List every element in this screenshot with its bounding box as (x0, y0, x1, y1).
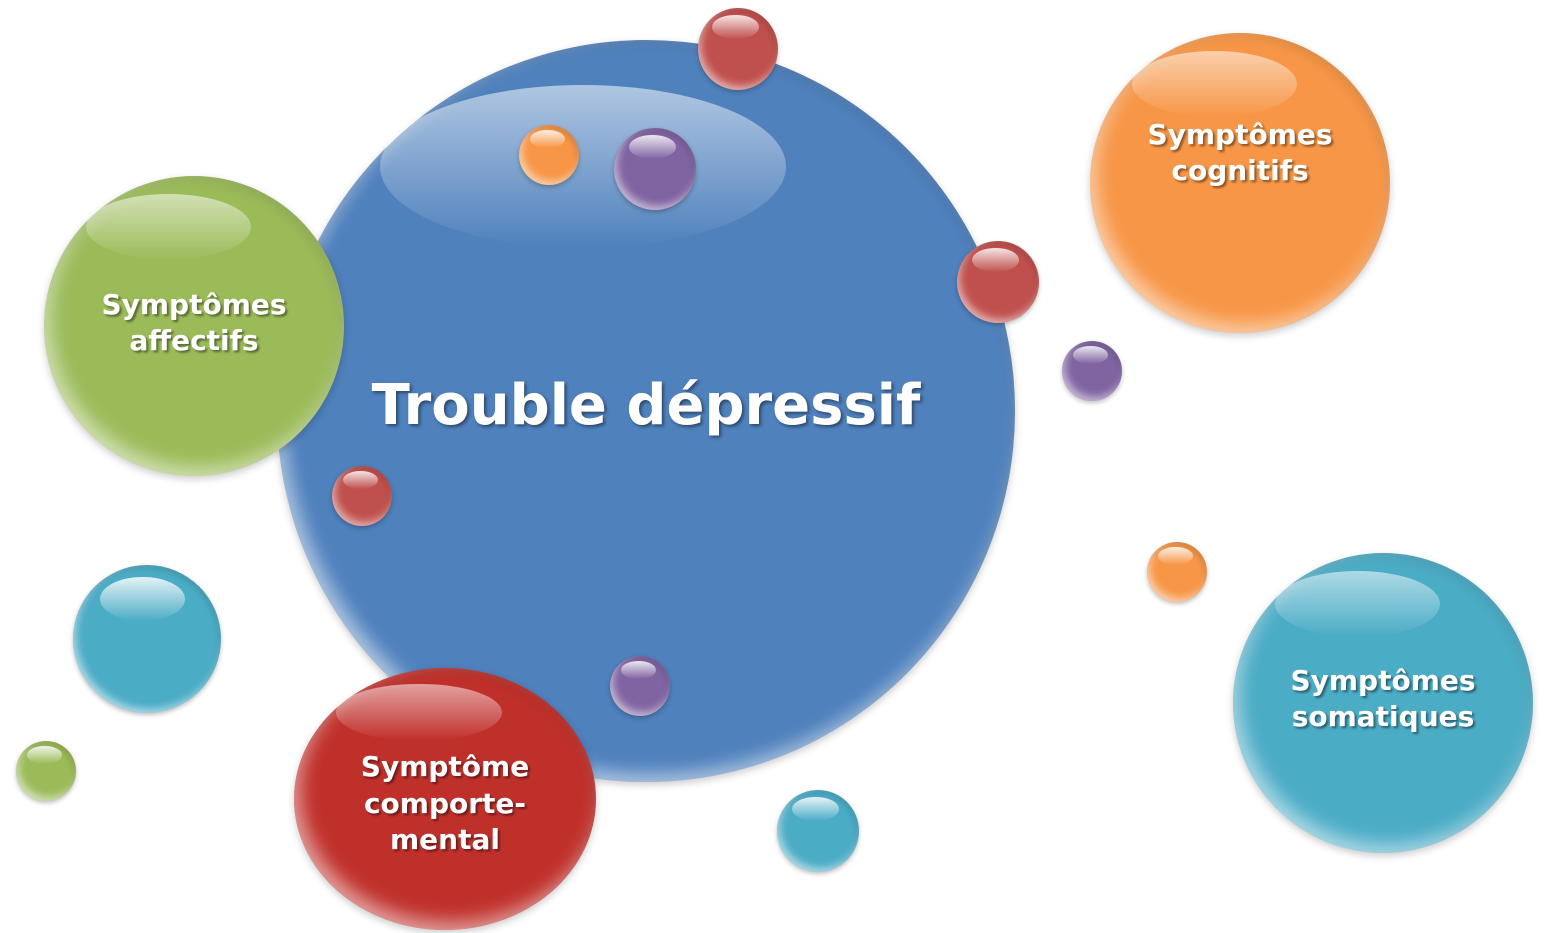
satellite-somatiques-label: Symptômes somatiques (1290, 663, 1476, 733)
decor-dot-orange (1147, 542, 1207, 602)
decor-dot-teal (777, 790, 859, 872)
decor-dot-purple (610, 656, 670, 716)
decor-dot-purple (1062, 341, 1122, 401)
decor-dot-red (332, 466, 392, 526)
decor-dot-red (957, 241, 1039, 323)
decor-dot-green (16, 741, 76, 801)
satellite-cognitifs: Symptômes cognitifs (1090, 33, 1390, 333)
central-title: Trouble dépressif (371, 373, 921, 438)
satellite-cognitifs-label: Symptômes cognitifs (1147, 117, 1333, 187)
satellite-affectifs: Symptômes affectifs (44, 176, 344, 476)
decor-dot-red (698, 8, 778, 90)
decor-dot-orange (519, 125, 579, 185)
decor-dot-teal (73, 565, 221, 713)
satellite-comportemental-label: Symptôme comporte- mental (360, 750, 530, 857)
satellite-affectifs-label: Symptômes affectifs (101, 287, 287, 357)
satellite-somatiques: Symptômes somatiques (1233, 553, 1533, 853)
satellite-comportemental: Symptôme comporte- mental (294, 668, 596, 930)
decor-dot-purple (614, 128, 696, 210)
